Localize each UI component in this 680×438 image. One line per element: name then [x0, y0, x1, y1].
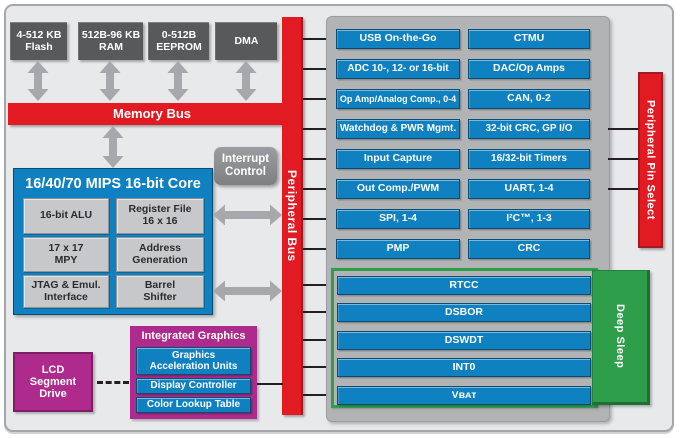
peripheral-timers: 16/32-bit Timers [468, 149, 590, 169]
connector-line [303, 311, 326, 313]
connector-line [608, 158, 638, 160]
deep-sleep-int0: INT0 [337, 358, 591, 377]
core-block-jtag-interface: JTAG & Emul. Interface [23, 275, 109, 308]
core-block-register-file: Register File 16 x 16 [116, 198, 204, 234]
connector-line [303, 218, 326, 220]
connector-line [303, 188, 326, 190]
memory-block-ram: 512B-96 KB RAM [78, 22, 143, 60]
cpu-core-title: 16/40/70 MIPS 16-bit Core [25, 175, 201, 192]
peripheral-pin-select-bar: Peripheral Pin Select [638, 72, 663, 248]
core-block-alu: 16-bit ALU [23, 198, 109, 234]
connector-line [303, 394, 326, 396]
peripheral-spi: SPI, 1-4 [336, 209, 460, 229]
peripheral-usb-on-the-go: USB On-the-Go [336, 29, 460, 49]
core-block-mpy: 17 x 17 MPY [23, 237, 109, 272]
memory-block-flash: 4-512 KB Flash [10, 22, 67, 60]
peripheral-output-compare-pwm: Out Comp./PWM [336, 179, 460, 199]
integrated-graphics-title: Integrated Graphics [141, 330, 246, 343]
peripheral-input-capture: Input Capture [336, 149, 460, 169]
peripheral-op-amp-analog-comp: Op Amp/Analog Comp., 0-4 [336, 89, 460, 109]
memory-block-dma: DMA [215, 22, 277, 60]
connector-line [303, 248, 326, 250]
dashed-connector-line [97, 381, 129, 384]
peripheral-i2c: I²C™, 1-3 [468, 209, 590, 229]
interrupt-control-block: Interrupt Control [214, 147, 277, 185]
deep-sleep-rtcc: RTCC [337, 276, 591, 295]
double-arrow-vertical-icon [167, 61, 189, 101]
integrated-graphics-group: Integrated Graphics Graphics Acceleratio… [130, 326, 257, 419]
connector-line [303, 366, 326, 368]
memory-block-eeprom: 0-512B EEPROM [148, 22, 209, 60]
peripheral-can: CAN, 0-2 [468, 89, 590, 109]
peripheral-bus: Peripheral Bus [282, 17, 303, 415]
double-arrow-vertical-icon [99, 61, 121, 101]
connector-line [303, 68, 326, 70]
deep-sleep-dswdt: DSWDT [337, 331, 591, 350]
peripheral-adc: ADC 10-, 12- or 16-bit [336, 59, 460, 79]
connector-line [303, 98, 326, 100]
display-controller-block: Display Controller [136, 378, 251, 394]
connector-line [608, 188, 638, 190]
double-arrow-horizontal-icon [213, 204, 282, 226]
peripheral-uart: UART, 1-4 [468, 179, 590, 199]
deep-sleep-dsbor: DSBOR [337, 303, 591, 322]
peripheral-crc: CRC [468, 239, 590, 259]
connector-line [303, 128, 326, 130]
core-block-barrel-shifter: Barrel Shifter [116, 275, 204, 308]
lcd-segment-drive-block: LCD Segment Drive [13, 352, 93, 412]
peripheral-ctmu: CTMU [468, 29, 590, 49]
double-arrow-vertical-icon [235, 61, 257, 101]
deep-sleep-vbat: Vʙᴀᴛ [337, 386, 591, 405]
cpu-core-block: 16/40/70 MIPS 16-bit Core 16-bit ALU Reg… [13, 168, 213, 315]
peripheral-pmp: PMP [336, 239, 460, 259]
double-arrow-vertical-icon [27, 61, 49, 101]
connector-line [303, 158, 326, 160]
deep-sleep-tab: Deep Sleep [592, 270, 650, 405]
connector-line [303, 339, 326, 341]
peripheral-watchdog-pwr-mgmt: Watchdog & PWR Mgmt. [336, 119, 460, 139]
double-arrow-vertical-icon [102, 126, 124, 168]
double-arrow-horizontal-icon [213, 280, 282, 302]
memory-bus: Memory Bus [8, 103, 296, 125]
graphics-acceleration-units-block: Graphics Acceleration Units [136, 347, 251, 375]
connector-line [257, 383, 283, 385]
connector-line [303, 284, 326, 286]
core-block-address-generation: Address Generation [116, 237, 204, 272]
connector-line [608, 128, 638, 130]
peripheral-crc-gpio: 32-bit CRC, GP I/O [468, 119, 590, 139]
peripheral-dac-op-amps: DAC/Op Amps [468, 59, 590, 79]
connector-line [303, 38, 326, 40]
color-lookup-table-block: Color Lookup Table [136, 397, 251, 413]
